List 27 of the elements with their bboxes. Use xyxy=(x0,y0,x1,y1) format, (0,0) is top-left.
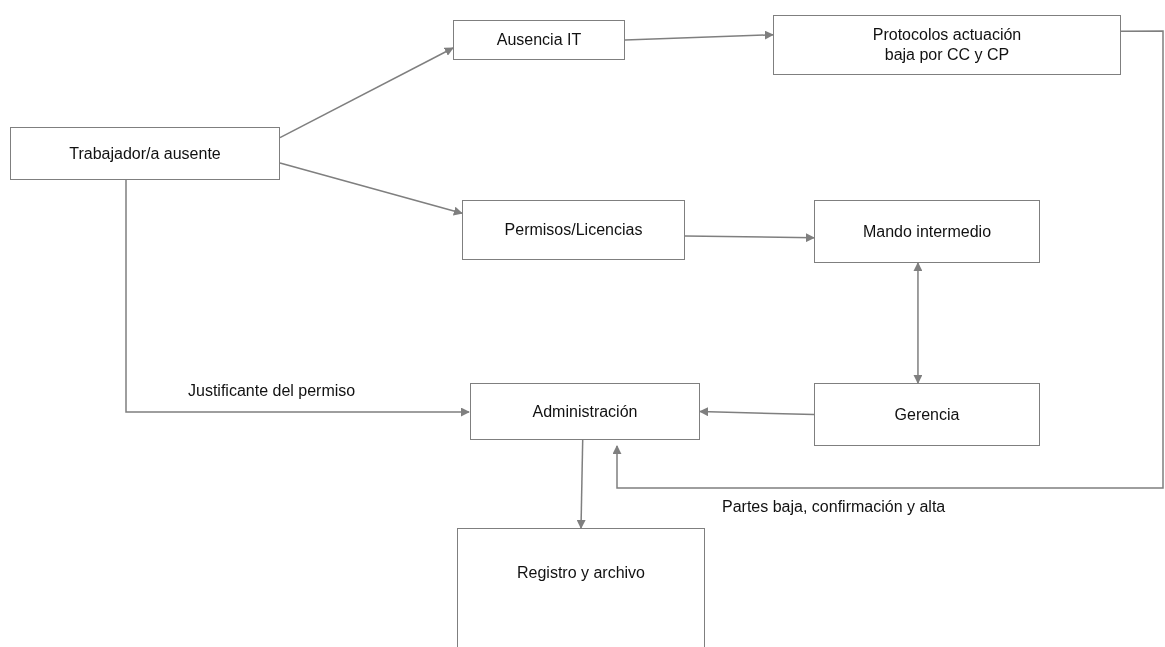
process-box xyxy=(453,20,625,60)
arrow xyxy=(624,30,774,41)
node-text: Permisos/Licencias xyxy=(504,220,643,240)
process-box xyxy=(470,383,700,440)
node-text: Trabajador/a ausente xyxy=(69,143,221,164)
node-text: Gerencia xyxy=(894,404,960,425)
edge-label: Partes baja, confirmación y alta xyxy=(720,498,948,516)
node-text: Protocolos actuación baja por CC y CP xyxy=(871,25,1023,65)
process-box xyxy=(462,200,685,260)
process-box xyxy=(457,528,705,647)
arrow xyxy=(279,162,463,216)
arrow xyxy=(612,30,1164,489)
arrow xyxy=(576,439,586,529)
edge-label: Justificante del permiso xyxy=(186,382,358,400)
node-text: Ausencia IT xyxy=(496,30,582,50)
arrow xyxy=(684,233,815,243)
process-box xyxy=(814,383,1040,446)
arrow xyxy=(279,47,454,139)
arrow xyxy=(913,262,923,384)
node-text: Mando intermedio xyxy=(862,221,992,242)
node-text: Registro y archivo xyxy=(516,563,645,583)
node-text: Administración xyxy=(532,401,638,422)
arrow xyxy=(125,179,470,417)
process-box xyxy=(10,127,280,180)
process-box xyxy=(773,15,1121,75)
arrow xyxy=(699,407,815,417)
process-box xyxy=(814,200,1040,263)
